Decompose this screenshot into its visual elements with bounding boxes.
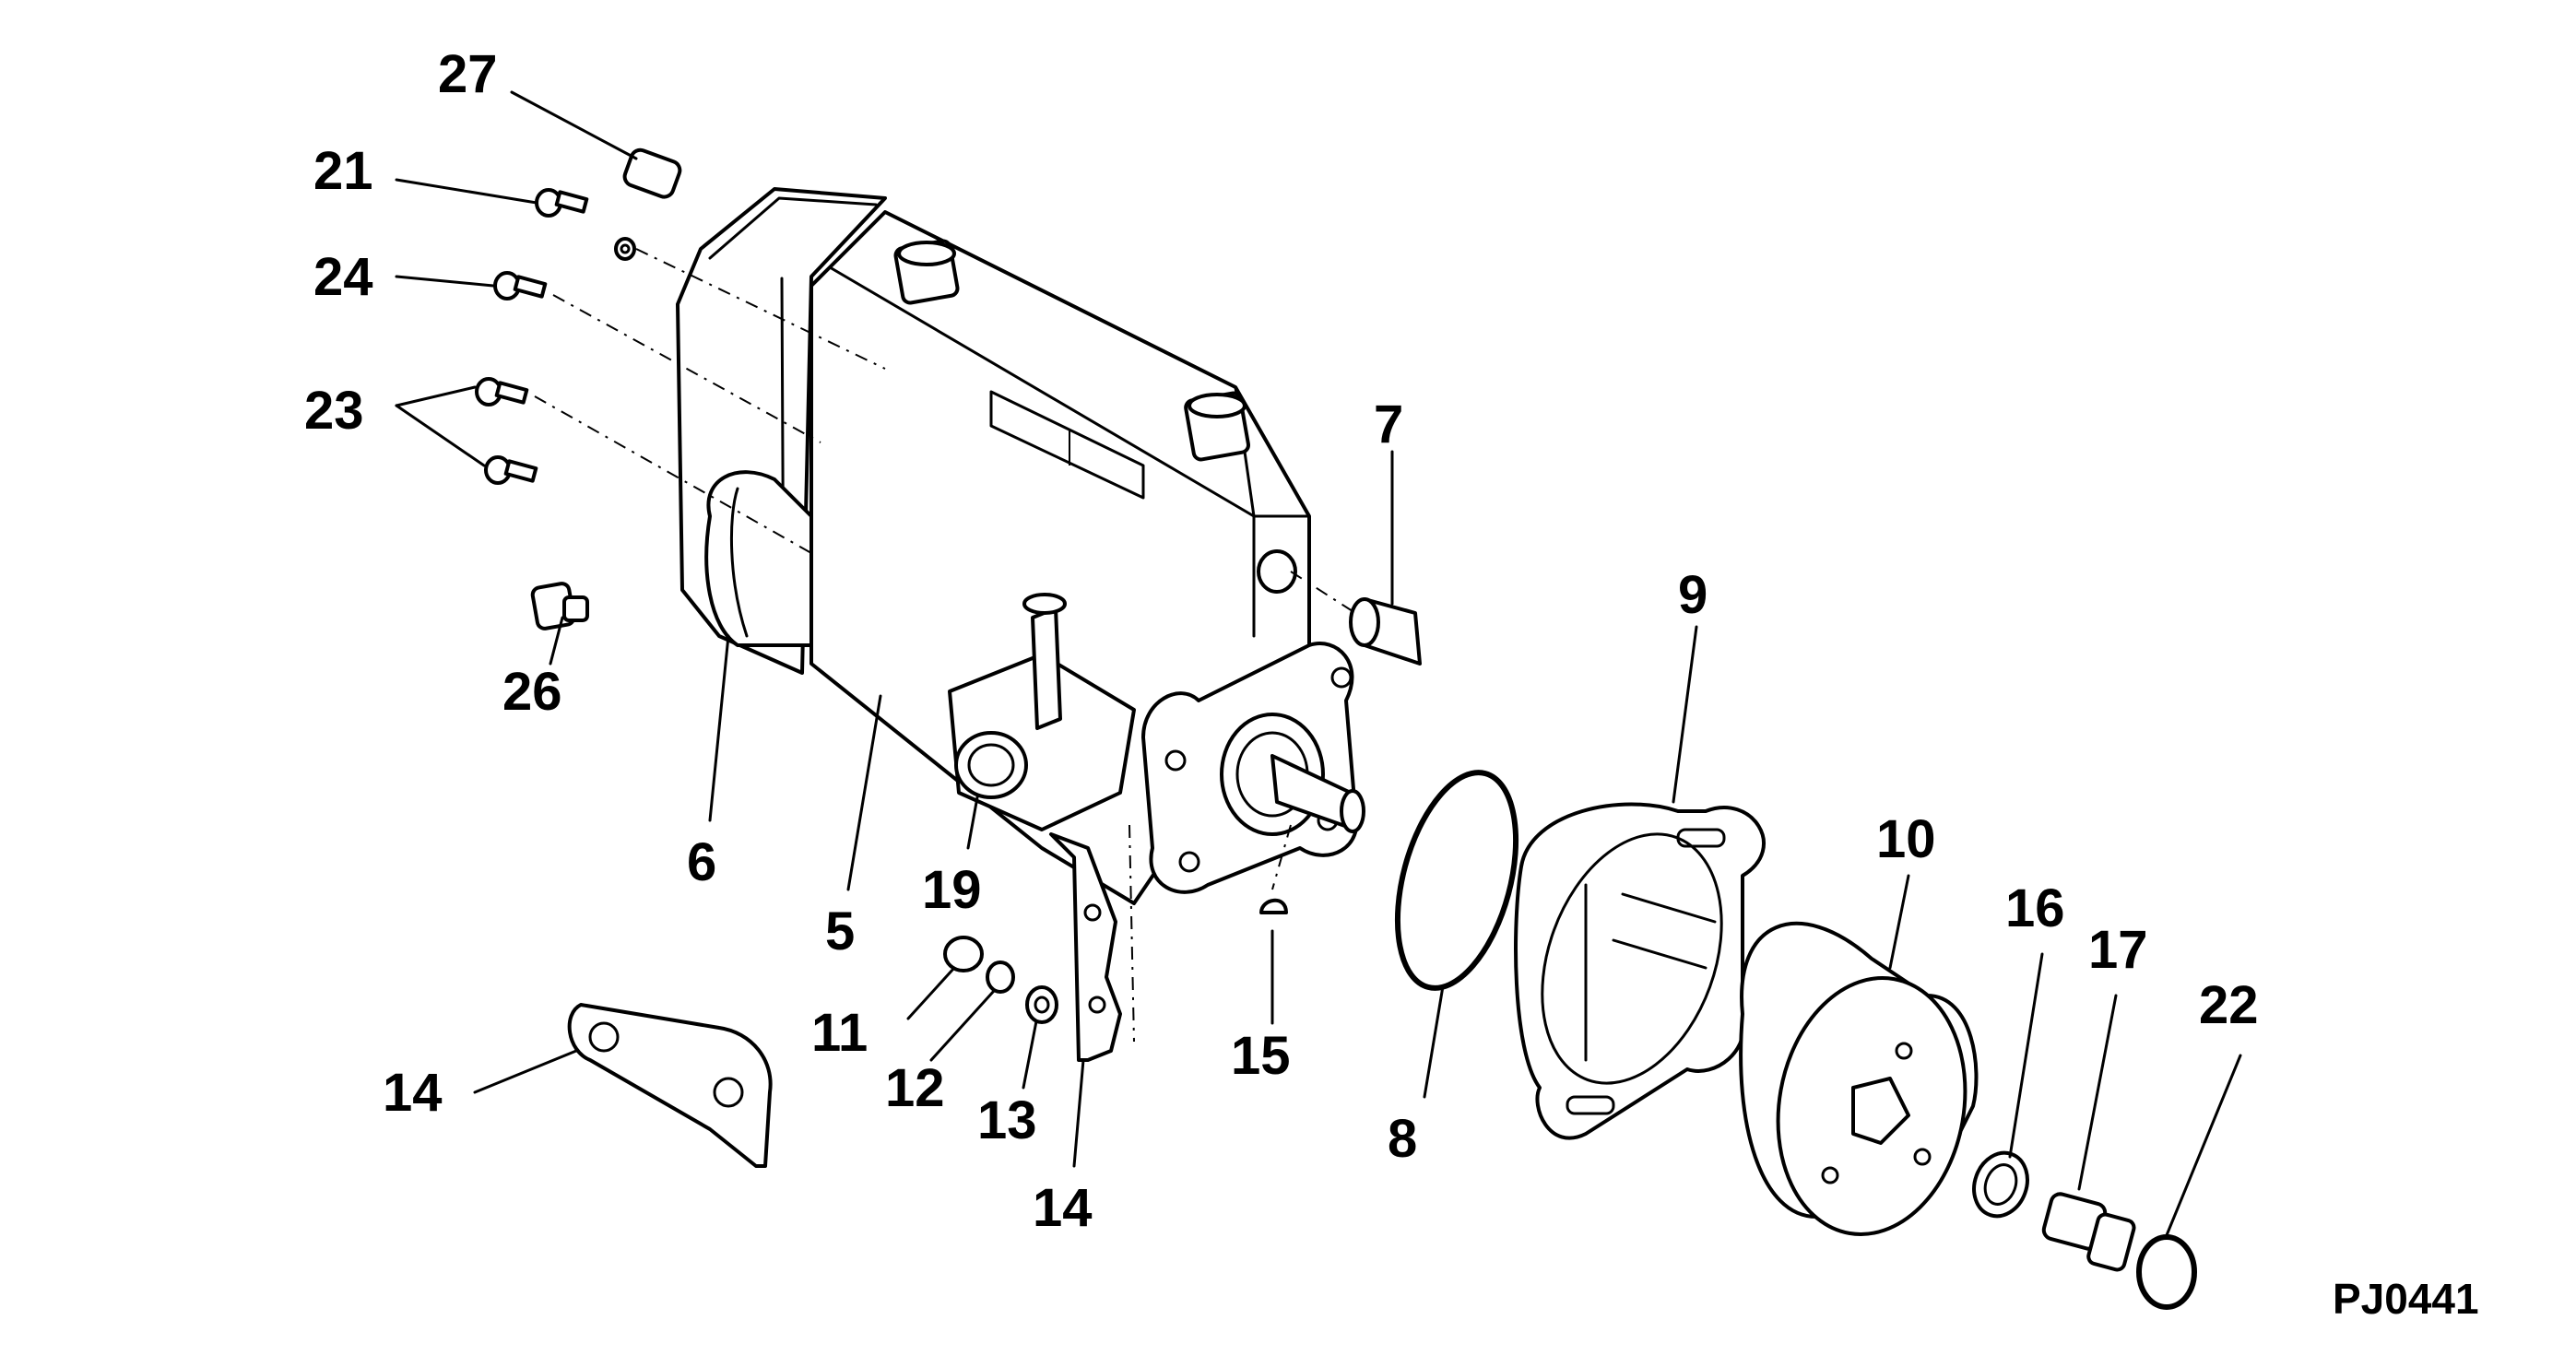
callout-11: 11 [811, 1003, 868, 1063]
washer-16 [1972, 1150, 2029, 1219]
callout-12: 12 [885, 1058, 945, 1118]
callout-24: 24 [313, 247, 373, 307]
callout-15: 15 [1231, 1026, 1291, 1086]
washer-12 [986, 960, 1015, 994]
callout-8: 8 [1388, 1109, 1417, 1169]
o-ring-22 [2136, 1234, 2197, 1310]
alignment-lines [534, 248, 1356, 1043]
callout-17: 17 [2088, 920, 2148, 980]
callout-14-center: 14 [1033, 1178, 1093, 1238]
pump-body [676, 187, 1365, 905]
callout-16: 16 [2005, 878, 2065, 938]
callout-13: 13 [977, 1090, 1037, 1150]
callout-5: 5 [825, 902, 855, 961]
bracket-left [567, 1003, 773, 1168]
hub-10 [1739, 921, 1979, 1236]
drawing-id: PJ0441 [2333, 1275, 2479, 1323]
flange-9 [1514, 802, 1766, 1140]
callout-labels: 27 21 24 23 26 6 5 19 7 9 8 10 16 17 22 … [304, 44, 2259, 1238]
callout-14-left: 14 [383, 1063, 443, 1123]
callout-22: 22 [2199, 975, 2259, 1035]
leader-lines [395, 90, 2242, 1237]
bolt-17 [2041, 1192, 2136, 1272]
callout-19: 19 [922, 860, 982, 920]
washer-13 [1025, 985, 1058, 1024]
callout-27: 27 [438, 44, 498, 104]
fastener-group [475, 147, 1422, 666]
bracket-center [1049, 832, 1122, 1062]
key-15 [1259, 898, 1288, 914]
nut-11 [943, 936, 984, 972]
callout-10: 10 [1876, 809, 1936, 869]
callout-7: 7 [1374, 395, 1403, 454]
callout-9: 9 [1678, 565, 1707, 625]
o-ring-8 [1394, 770, 1519, 991]
callout-23: 23 [304, 381, 364, 441]
callout-21: 21 [313, 141, 373, 201]
callout-26: 26 [502, 662, 562, 722]
callout-6: 6 [687, 832, 716, 892]
